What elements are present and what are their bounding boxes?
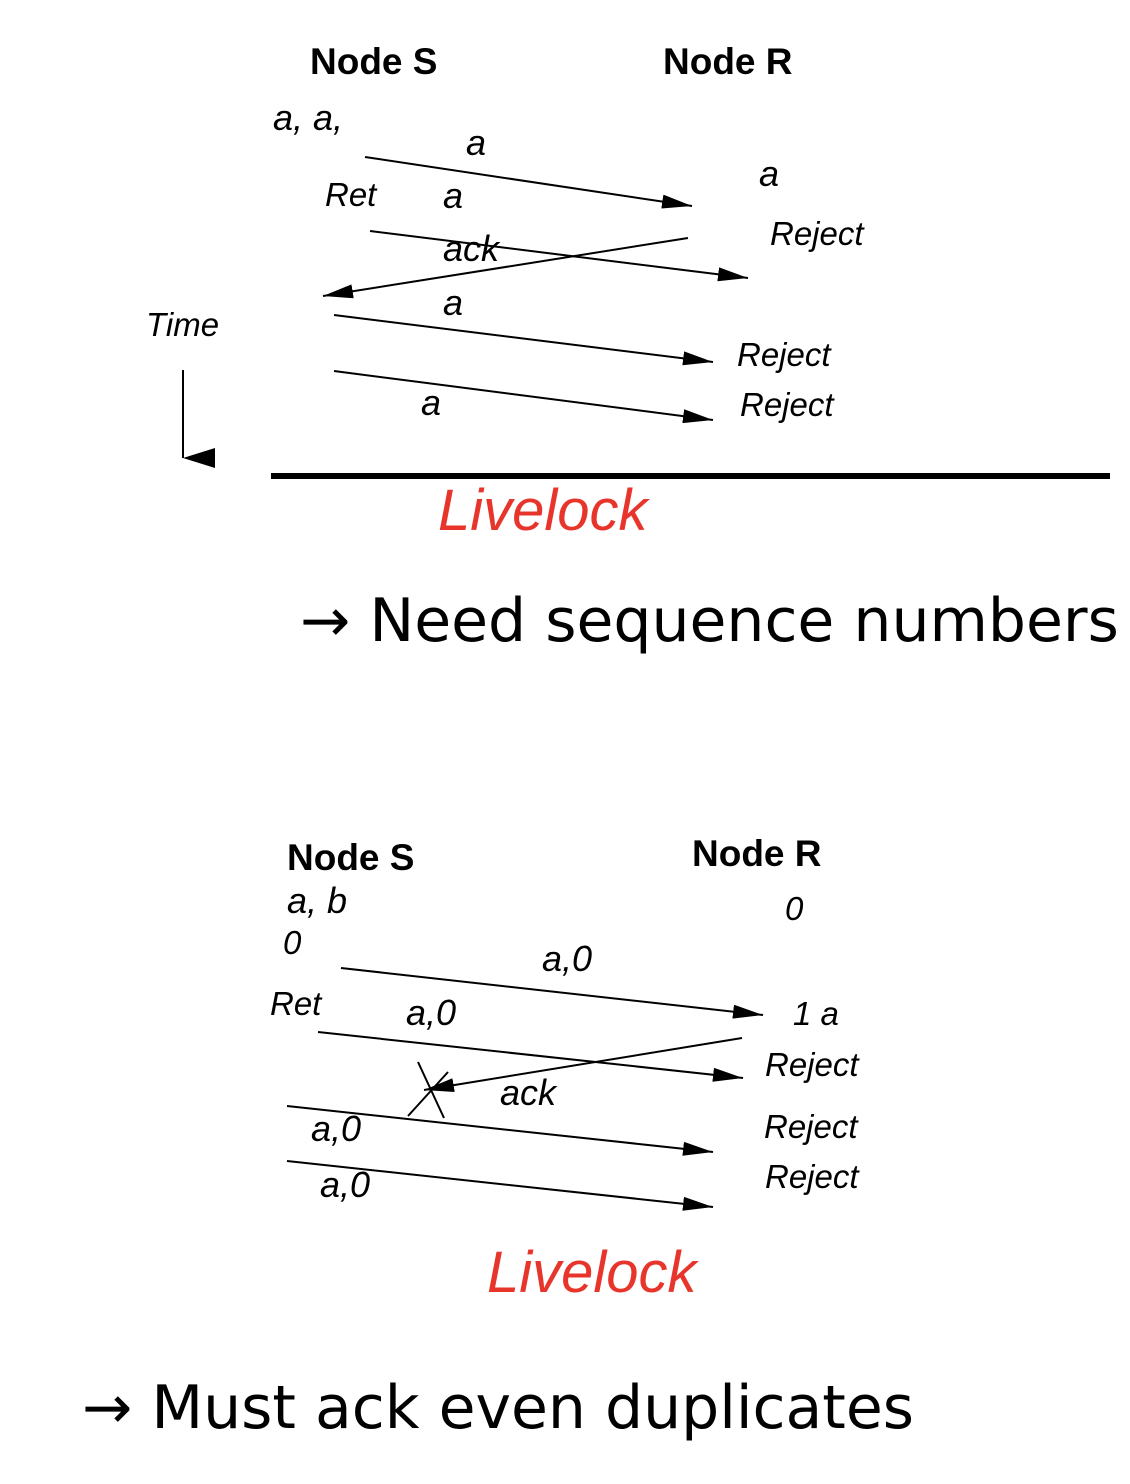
d1-message-arrow-1	[364, 156, 693, 209]
d1-receiver-event-3: Reject	[737, 336, 832, 373]
d1-sender-header: Node S	[310, 41, 437, 82]
d1-ack-arrow	[322, 237, 689, 299]
d2-message-label-2: a,0	[406, 992, 456, 1033]
d1-receiver-event-2: Reject	[770, 215, 865, 252]
d1-retransmit-label: Ret	[325, 176, 378, 213]
d1-ack-label: ack	[443, 228, 501, 269]
d2-result-label: Livelock	[487, 1240, 700, 1305]
d1-message-label-2: a	[443, 175, 463, 216]
d2-message-arrow-1	[340, 967, 764, 1019]
d2-receiver-event-3: Reject	[764, 1108, 859, 1145]
d1-message-arrow-3	[333, 314, 714, 366]
d2-ack-label: ack	[500, 1072, 558, 1113]
d2-receiver-event-2: Reject	[765, 1046, 860, 1083]
d2-sender-header: Node S	[287, 837, 414, 878]
d1-message-arrow-2	[369, 230, 749, 282]
lost-ack-cross-icon	[407, 1061, 449, 1119]
d2-retransmit-label: Ret	[270, 985, 323, 1022]
d1-receiver-header: Node R	[663, 41, 793, 82]
d1-message-arrow-4	[333, 370, 714, 424]
d2-conclusion: → Must ack even duplicates	[82, 1373, 914, 1443]
d2-message-arrow-2	[317, 1031, 744, 1082]
d2-message-arrow-3	[286, 1105, 714, 1156]
d2-ack-arrow	[423, 1037, 743, 1093]
d1-sender-queue: a, a,	[273, 97, 343, 138]
d2-receiver-seq: 0	[785, 890, 804, 927]
d1-conclusion: → Need sequence numbers	[300, 586, 1119, 656]
d1-receiver-event-1: a	[759, 153, 779, 194]
d1-result-label: Livelock	[438, 478, 651, 543]
d1-message-label-4: a	[421, 382, 441, 423]
d2-receiver-header: Node R	[692, 833, 822, 874]
d1-message-label-1: a	[466, 122, 486, 163]
d2-receiver-event-4: Reject	[765, 1158, 860, 1195]
d2-sender-queue: a, b	[287, 880, 347, 921]
d2-message-label-4: a,0	[320, 1164, 370, 1205]
d2-message-label-1: a,0	[542, 938, 592, 979]
d2-message-arrow-4	[286, 1160, 714, 1211]
d2-sender-seq: 0	[283, 924, 302, 961]
d2-message-label-3: a,0	[311, 1108, 361, 1149]
d1-message-label-3: a	[443, 282, 463, 323]
diagram-1: Node S Node R a, a, Ret Time a a ack a a…	[146, 41, 1119, 656]
d1-time-label: Time	[146, 306, 219, 343]
d2-receiver-event-1: 1 a	[793, 995, 839, 1032]
diagram-2: Node S Node R a, b 0 0 Ret a,0 a,0 ack a…	[82, 833, 914, 1443]
d1-receiver-event-4: Reject	[740, 386, 835, 423]
